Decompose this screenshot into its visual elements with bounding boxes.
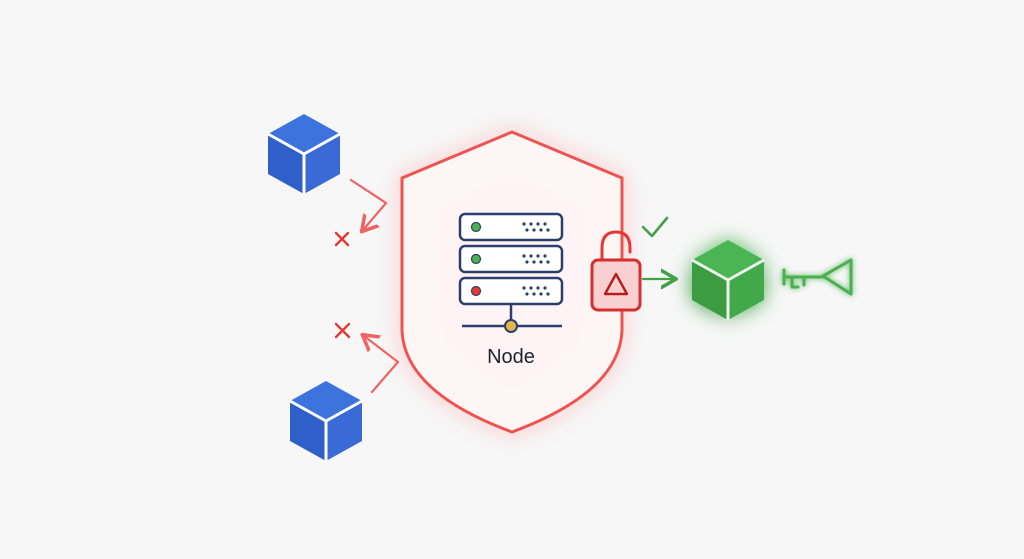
padlock-open-icon [590,230,642,312]
blue-cube-icon [289,381,363,461]
network-connector [462,304,562,333]
checkmark-icon [641,216,669,238]
server-vents [522,222,550,296]
warning-triangle-icon [603,272,629,296]
server-status-lights [470,221,482,297]
x-mark-icon [334,322,351,339]
blocked-arrow-bottom [364,336,400,394]
node-label: Node [487,346,535,368]
blocked-arrow-top [349,178,388,230]
x-mark-icon [334,231,350,247]
green-cube-icon [691,240,765,320]
server-rack-icon [458,212,564,306]
blue-cube-icon [267,114,341,194]
key-icon [782,258,853,296]
